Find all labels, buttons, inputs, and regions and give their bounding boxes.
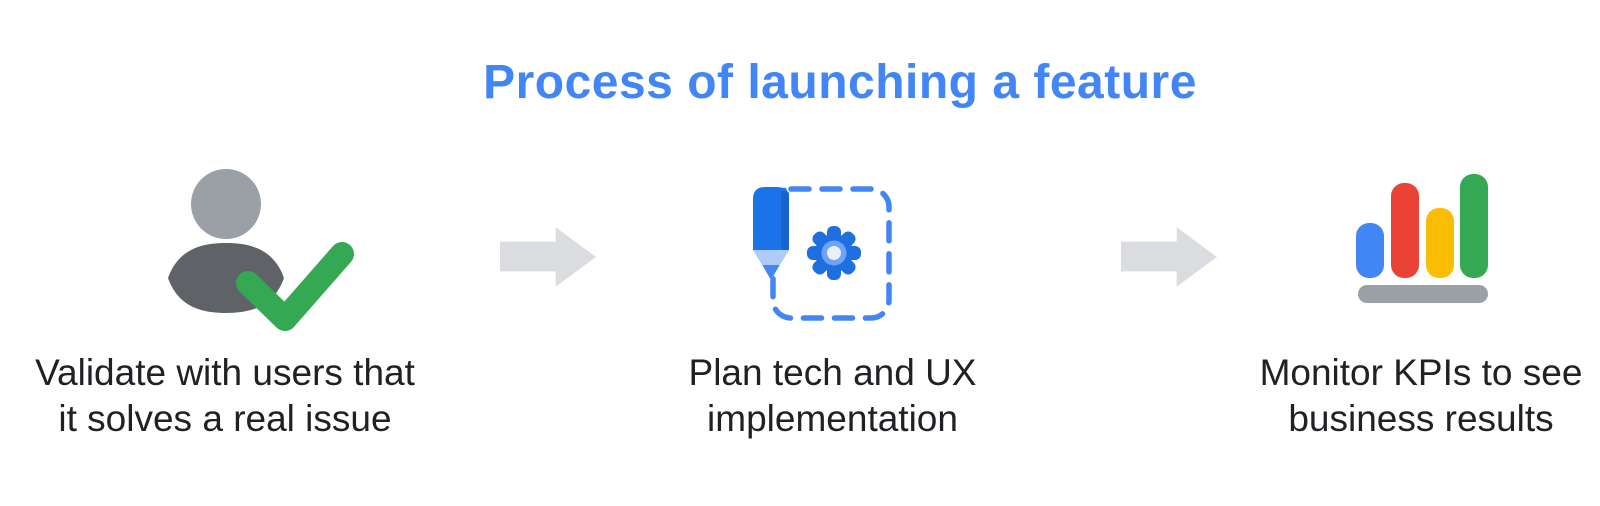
gear-icon [806, 226, 861, 280]
step-monitor-icon-box [1351, 140, 1491, 350]
pencil-icon [752, 187, 789, 250]
pencil-shade [780, 191, 789, 250]
step-caption: Monitor KPIs to see business results [1259, 352, 1583, 439]
arrow-shape [500, 227, 596, 287]
right-arrow-icon [1121, 227, 1217, 287]
user-head [191, 168, 261, 239]
check-icon [236, 241, 354, 331]
gear-hole [826, 246, 841, 260]
step-validate: Validate with users that it solves a rea… [10, 140, 440, 442]
user-validated-icon [168, 168, 354, 331]
arrow-shape [1121, 227, 1217, 287]
step-plan: Plan tech and UX implementation [655, 140, 1010, 442]
kpi-bar-chart-icon [1356, 174, 1488, 303]
right-arrow-icon [500, 227, 596, 287]
pencil-tip [762, 265, 779, 280]
page-title: Process of launching a feature [483, 56, 1197, 109]
step-monitor: Monitor KPIs to see business results [1215, 140, 1600, 442]
plan-pencil-gear-icon [752, 186, 892, 321]
bar-yellow [1426, 208, 1454, 278]
step-validate-icon-box [125, 140, 354, 350]
step-caption: Plan tech and UX implementation [688, 352, 977, 439]
bar-blue [1356, 223, 1384, 278]
bar-red [1391, 183, 1419, 278]
step-plan-icon-box [752, 140, 913, 350]
chart-base [1358, 285, 1488, 303]
step-caption: Validate with users that it solves a rea… [35, 352, 415, 439]
bar-green [1460, 174, 1488, 278]
